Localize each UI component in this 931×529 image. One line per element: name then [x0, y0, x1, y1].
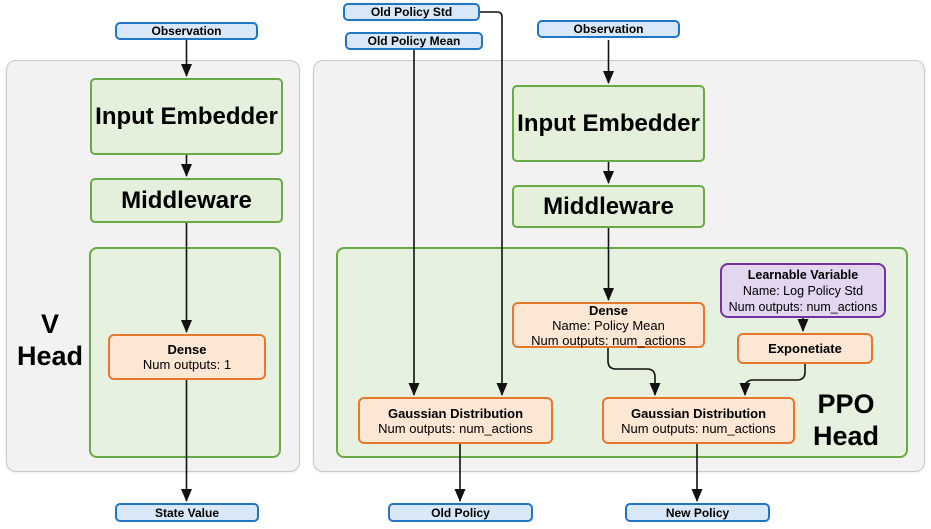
gaussian-distribution-old-node: Gaussian Distribution Num outputs: num_a… — [358, 397, 553, 444]
input-embedder-label-left: Input Embedder — [95, 102, 278, 130]
dense-line1-left: Num outputs: 1 — [142, 357, 232, 372]
dense-title-left: Dense — [167, 342, 207, 357]
learnable-variable-node: Learnable Variable Name: Log Policy Std … — [720, 263, 886, 318]
learnable-variable-line1: Name: Log Policy Std — [742, 283, 864, 298]
state-value-label: State Value — [154, 505, 220, 520]
observation-node-left: Observation — [115, 22, 258, 40]
new-policy-label: New Policy — [665, 505, 730, 520]
input-embedder-node-left: Input Embedder — [90, 78, 283, 155]
middleware-label-right: Middleware — [543, 192, 674, 220]
gaussian-old-title: Gaussian Distribution — [387, 405, 524, 421]
dense-node-left: Dense Num outputs: 1 — [108, 334, 266, 380]
old-policy-std-label: Old Policy Std — [370, 5, 453, 19]
gaussian-new-title: Gaussian Distribution — [630, 405, 767, 421]
middleware-node-left: Middleware — [90, 178, 283, 223]
learnable-variable-line2: Num outputs: num_actions — [728, 299, 878, 314]
middleware-label-left: Middleware — [121, 186, 252, 214]
gaussian-new-line1: Num outputs: num_actions — [621, 420, 776, 436]
exponetiate-label: Exponetiate — [768, 341, 842, 356]
exponetiate-node: Exponetiate — [737, 333, 873, 364]
old-policy-mean-label: Old Policy Mean — [367, 34, 461, 48]
old-policy-mean-node: Old Policy Mean — [345, 32, 483, 50]
gaussian-old-line1: Num outputs: num_actions — [378, 420, 533, 436]
observation-label-right: Observation — [573, 22, 644, 36]
input-embedder-node-right: Input Embedder — [512, 85, 705, 162]
dense-title-right: Dense — [588, 302, 629, 318]
dense-line1-right: Name: Policy Mean — [552, 317, 665, 333]
learnable-variable-title: Learnable Variable — [747, 267, 859, 282]
dense-line2-right: Num outputs: num_actions — [531, 332, 686, 348]
input-embedder-label-right: Input Embedder — [517, 109, 700, 137]
observation-node-right: Observation — [537, 20, 680, 38]
v-head-label: V Head — [16, 309, 84, 371]
old-policy-std-node: Old Policy Std — [343, 3, 480, 21]
new-policy-node: New Policy — [625, 503, 770, 522]
middleware-node-right: Middleware — [512, 185, 705, 228]
observation-label-left: Observation — [151, 24, 222, 38]
old-policy-node: Old Policy — [388, 503, 533, 522]
gaussian-distribution-new-node: Gaussian Distribution Num outputs: num_a… — [602, 397, 795, 444]
old-policy-label: Old Policy — [431, 505, 490, 520]
state-value-node: State Value — [115, 503, 259, 522]
dense-node-right: Dense Name: Policy Mean Num outputs: num… — [512, 302, 705, 348]
ppo-head-label: PPO Head — [812, 389, 880, 451]
